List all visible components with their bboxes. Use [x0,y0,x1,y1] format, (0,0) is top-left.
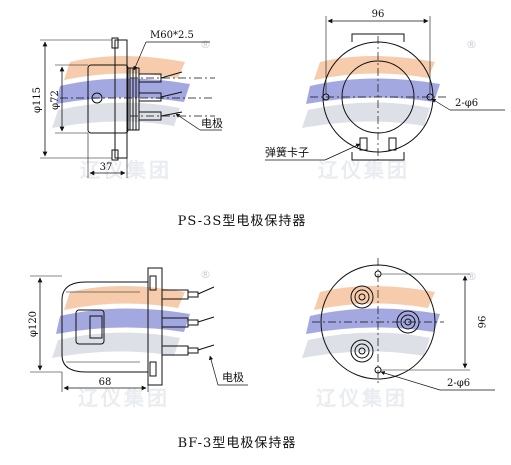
bf3-electrode-label: 电极 [222,370,244,384]
ps3s-caption: PS-3S型电极保持器 [178,214,307,229]
watermark-company-text: 辽仪集团 [316,386,408,410]
bf3-flange [147,267,163,386]
ps3s-dim-width: 96 [372,9,385,20]
bf3-insert [75,309,105,345]
registered-mark: ® [200,38,211,51]
ps3s-spring-clip-label: 弹簧卡子 [265,145,309,159]
ps3s-body [87,64,129,134]
ps3s-front-view [265,16,505,161]
bf3-socket-bottom [350,339,374,363]
ps3s-dim-inner-dia: φ72 [50,90,61,110]
ps3s-holes-label: 2-φ6 [455,98,478,109]
bf3-terminals [161,286,215,356]
ps3s-thread-label: M60*2.5 [150,30,194,41]
ps3s-dim-outer-dia: φ115 [32,87,43,113]
bf3-socket-top [350,285,374,309]
bf3-side-view [30,267,248,392]
watermark-company-text: 辽仪集团 [78,386,170,410]
bf3-body [61,281,149,373]
bf3-dim-dia: φ120 [28,311,39,337]
watermark-logo-top-right: 辽仪集团 ® [302,38,477,182]
bf3-dim-length: 68 [99,377,112,388]
ps3s-terminals [138,71,183,121]
ps3s-dim-length: 37 [100,162,113,173]
registered-mark: ® [200,268,211,281]
registered-mark: ® [466,38,477,51]
registered-mark: ® [466,270,477,283]
watermark-company-text: 辽仪集团 [318,158,410,182]
watermark-company-text: 辽仪集团 [80,158,172,182]
ps3s-electrode-label: 电极 [201,116,223,130]
watermark-logo-bottom-right: 辽仪集团 ® [302,270,477,410]
bf3-dim-height: 96 [475,316,486,329]
bf3-front-view [312,258,495,391]
ps3s-spring-clip [359,137,368,151]
watermark-logo-top-left: 辽仪集团 ® [52,38,211,182]
ps3s-side-view [40,37,222,178]
bf3-caption: BF-3型电极保持器 [178,436,297,451]
bf3-holes-label: 2-φ6 [447,378,470,389]
